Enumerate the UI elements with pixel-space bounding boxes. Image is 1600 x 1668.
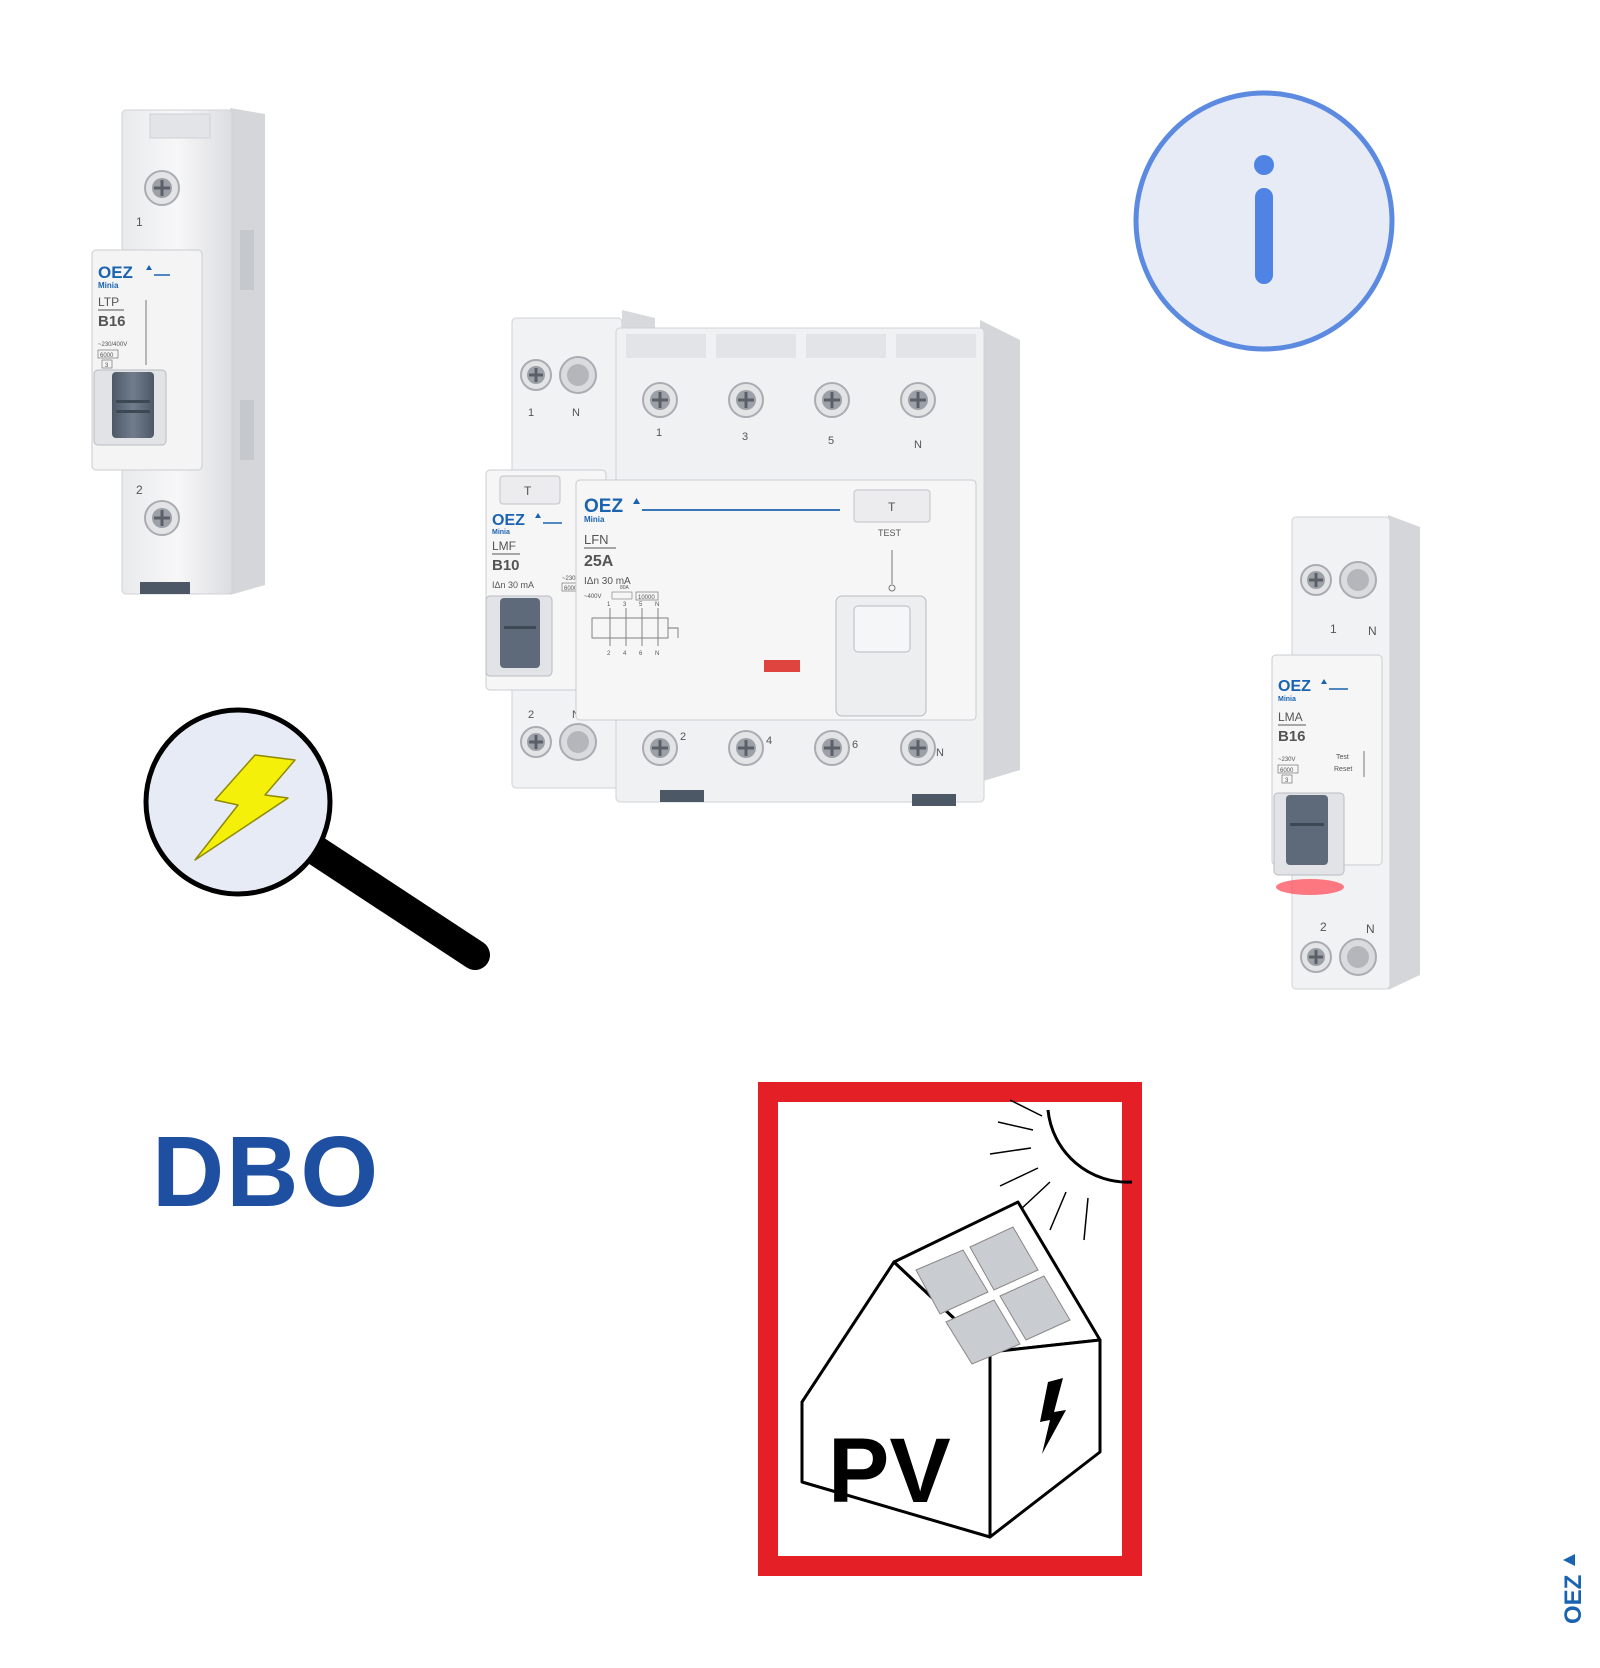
ltp-brand-sub: Minia xyxy=(98,281,119,290)
lfn-type-label: LFN xyxy=(584,532,609,547)
lma-brand-logo: OEZ xyxy=(1278,678,1311,695)
lfn-rating-label: 25A xyxy=(584,553,614,570)
svg-text:T: T xyxy=(524,484,532,498)
ltp-class-label: 3 xyxy=(105,363,109,369)
lma-top-terminal-n: N xyxy=(1368,624,1377,638)
ltp-rating-label: B16 xyxy=(98,313,126,330)
lmf-rating-label: B10 xyxy=(492,557,520,574)
lfn-capacity-label: 10000 xyxy=(638,595,655,601)
ltp-brand-logo: OEZ xyxy=(98,263,133,282)
lmf-top-terminal-n: N xyxy=(572,407,580,419)
ltp-top-terminal-label: 1 xyxy=(136,215,143,229)
lmf-top-terminal-1: 1 xyxy=(528,407,534,419)
lma-class-label: 3 xyxy=(1285,778,1289,784)
lfn-schematic-bottom-6: 6 xyxy=(639,651,643,657)
lmf-lfn-rcd-assembly: 1 N T OEZ Minia LMF B10 IΔn 30 mA ~230V … xyxy=(485,310,1020,806)
page-title: DBO xyxy=(152,1116,381,1228)
lmf-capacity-label: 6000 xyxy=(564,586,578,592)
lfn-bottom-terminal-6: 6 xyxy=(852,739,858,751)
lfn-schematic-top-1: 1 xyxy=(607,602,611,608)
lfn-schematic-bottom-4: 4 xyxy=(623,651,627,657)
lfn-schematic-top-5: 5 xyxy=(639,602,643,608)
lmf-brand-logo: OEZ xyxy=(492,512,525,529)
lfn-top-terminal-n: N xyxy=(914,439,922,451)
lmf-brand-sub: Minia xyxy=(492,529,510,536)
brand-logo-text: OEZ xyxy=(1560,1575,1587,1624)
lma-top-terminal-1: 1 xyxy=(1330,622,1337,636)
info-icon xyxy=(1133,90,1395,352)
lmf-voltage-label: ~230V xyxy=(562,576,580,582)
brand-logo-vertical: OEZ xyxy=(1560,1554,1587,1624)
lma-reset-label: Reset xyxy=(1334,766,1352,773)
lfn-top-terminal-1: 1 xyxy=(656,427,662,439)
lma-capacity-label: 6000 xyxy=(1280,768,1294,774)
lma-brand-sub: Minia xyxy=(1278,696,1296,703)
lma-rating-label: B16 xyxy=(1278,728,1306,745)
lma-circuit-breaker: 1 N OEZ Minia LMA B16 ~230V 6000 3 Test … xyxy=(1271,515,1420,990)
lfn-test-label: TEST xyxy=(878,528,902,538)
lmf-bottom-terminal-2: 2 xyxy=(528,709,534,721)
lfn-schematic-top-n: N xyxy=(655,602,659,608)
ltp-voltage-label: ~230/400V xyxy=(98,342,127,348)
lfn-schematic-bottom-2: 2 xyxy=(607,651,611,657)
ltp-type-label: LTP xyxy=(98,295,119,309)
lfn-schematic-bottom-n: N xyxy=(655,651,659,657)
lfn-brand-logo: OEZ xyxy=(584,496,623,517)
lfn-top-terminal-3: 3 xyxy=(742,431,748,443)
ltp-bottom-terminal-label: 2 xyxy=(136,483,143,497)
lma-voltage-label: ~230V xyxy=(1278,757,1296,763)
lfn-schematic-top-3: 3 xyxy=(623,602,627,608)
lma-test-label: Test xyxy=(1336,754,1349,761)
lma-bottom-terminal-2: 2 xyxy=(1320,920,1327,934)
lfn-brand-sub: Minia xyxy=(584,515,605,524)
lfn-sensitivity-label: IΔn 30 mA xyxy=(584,576,631,587)
lma-type-label: LMA xyxy=(1278,710,1303,724)
pv-sign-text: PV xyxy=(828,1420,951,1522)
lfn-bottom-terminal-2: 2 xyxy=(680,731,686,743)
lfn-current-label: 80A xyxy=(620,585,630,591)
lmf-sensitivity-label: IΔn 30 mA xyxy=(492,580,534,590)
magnifier-lightning-icon xyxy=(143,707,490,970)
lfn-bottom-terminal-4: 4 xyxy=(766,735,772,747)
lma-bottom-terminal-n: N xyxy=(1366,922,1375,936)
lmf-type-label: LMF xyxy=(492,539,516,553)
lfn-bottom-terminal-n: N xyxy=(936,747,944,759)
pv-house-warning-icon: PV xyxy=(758,1082,1142,1576)
ltp-capacity-label: 6000 xyxy=(100,353,114,359)
lfn-test-button-label: T xyxy=(888,500,896,514)
ltp-circuit-breaker: 1 OEZ Minia LTP B16 ~230/400V 6000 3 2 xyxy=(91,108,265,595)
lfn-voltage-label: ~400V xyxy=(584,594,602,600)
lfn-top-terminal-5: 5 xyxy=(828,435,834,447)
